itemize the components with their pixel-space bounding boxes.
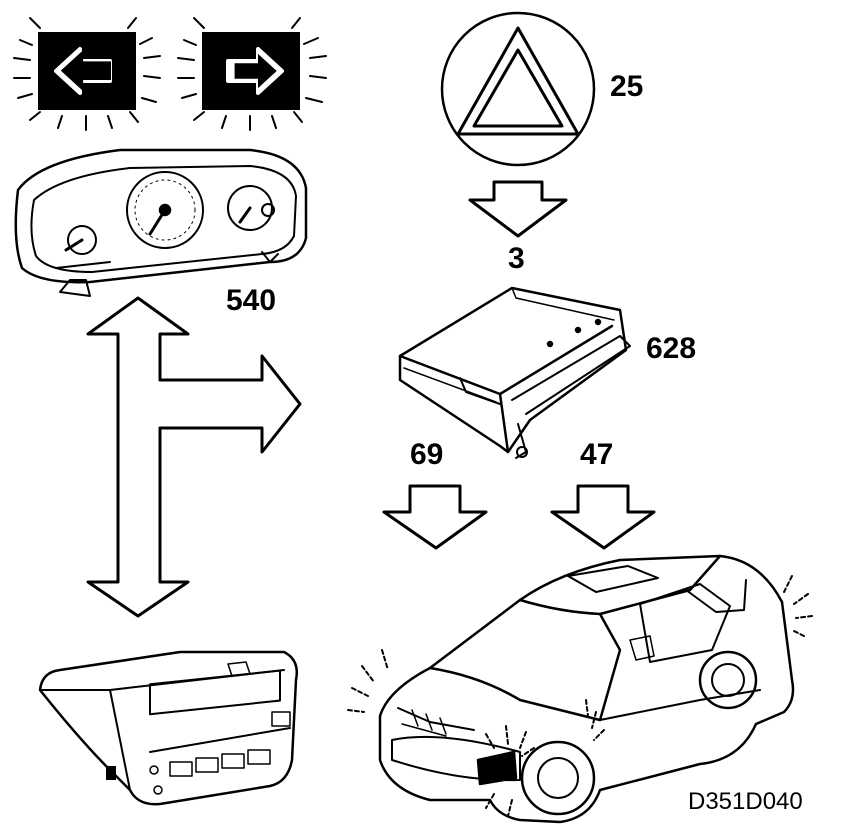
figure-reference: D351D040 <box>688 788 803 815</box>
left-turn-indicator-icon <box>13 17 161 131</box>
label-right-output: 47 <box>580 438 614 471</box>
label-warning-signal: 3 <box>508 242 525 275</box>
instrument-cluster <box>14 148 308 297</box>
label-control-module: 628 <box>646 332 697 365</box>
right-turn-indicator-icon <box>177 17 327 131</box>
label-warning-switch: 25 <box>610 70 644 103</box>
label-instrument-cluster: 540 <box>226 284 277 317</box>
bidirectional-connection-arrow <box>86 296 302 618</box>
flashing-lamp-rays <box>347 575 813 817</box>
information-display-unit <box>38 650 298 806</box>
car-illustration <box>378 554 795 824</box>
hazard-switch-icon <box>440 11 596 167</box>
down-arrow-icon <box>382 484 488 550</box>
down-arrow-icon <box>550 484 656 550</box>
label-left-output: 69 <box>410 438 444 471</box>
down-arrow-icon <box>468 180 568 238</box>
control-module <box>398 286 631 459</box>
